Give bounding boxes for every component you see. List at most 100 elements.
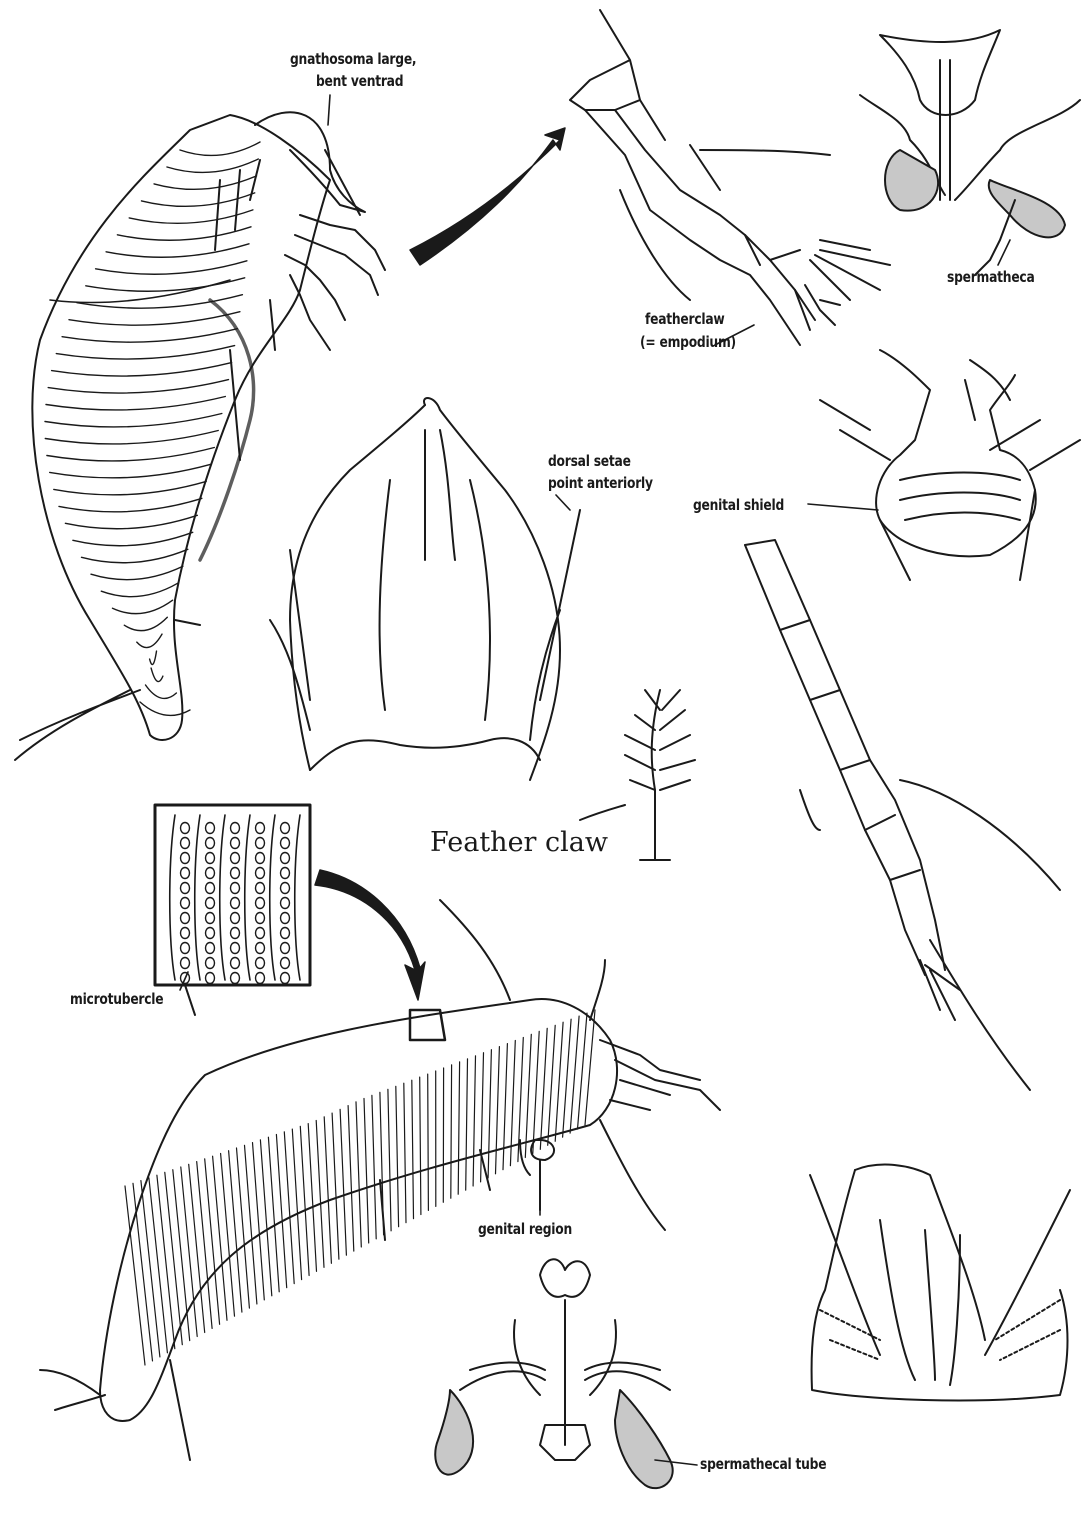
- microtubercle-dot: [206, 883, 215, 894]
- annulation-ring: [59, 498, 202, 511]
- label-gnathosoma-line2: bent ventrad: [316, 72, 403, 90]
- annulation-ring: [364, 1099, 369, 1244]
- microtubercle-dot: [181, 823, 190, 834]
- annulation-ring: [62, 329, 237, 342]
- annulation-ring: [146, 685, 177, 698]
- annulation-ring: [165, 1172, 183, 1344]
- annulation-ring: [96, 261, 247, 274]
- annulation-ring: [356, 1102, 361, 1247]
- annulation-ring: [173, 1170, 190, 1341]
- microtubercle-dot: [256, 943, 265, 954]
- microtubercle-dot: [256, 883, 265, 894]
- label-featherclaw-line1: featherclaw: [645, 310, 725, 328]
- label-dorsal-setae-line1: dorsal setae: [548, 452, 631, 470]
- microtubercle-dot: [281, 928, 290, 939]
- annulation-ring: [117, 227, 251, 240]
- annulation-ring: [496, 1047, 500, 1174]
- annulation-ring: [151, 668, 163, 681]
- microtubercle-dot: [281, 943, 290, 954]
- annulation-ring: [150, 651, 157, 664]
- label-genital-region: genital region: [478, 1220, 572, 1238]
- label-dorsal-setae-line2: point anteriorly: [548, 474, 653, 492]
- annulation-ring: [420, 1077, 421, 1214]
- microtubercle-dot: [231, 838, 240, 849]
- annulation-ring: [533, 1031, 539, 1153]
- annulation-ring: [276, 1135, 286, 1288]
- annulation-ring: [300, 1126, 309, 1275]
- microtubercle-dot: [181, 958, 190, 969]
- annulation-ring: [45, 414, 222, 427]
- annulation-ring: [308, 1124, 316, 1272]
- microtubercle-dot: [231, 943, 240, 954]
- microtubercle-dot: [256, 958, 265, 969]
- microtubercle-dot: [281, 838, 290, 849]
- annulation-ring: [141, 1181, 160, 1357]
- annulation-ring: [48, 380, 228, 393]
- annulation-ring: [563, 1019, 572, 1137]
- genital-shield-drawing: [820, 350, 1080, 580]
- annulation-ring: [229, 1151, 242, 1312]
- annulation-ring: [47, 448, 214, 461]
- microtubercle-dot: [231, 853, 240, 864]
- microtubercle-dot: [256, 853, 265, 864]
- annulation-ring: [412, 1080, 414, 1218]
- label-gnathosoma-line1: gnathosoma large,: [290, 50, 416, 68]
- annulation-ring: [124, 617, 167, 630]
- microtubercle-dot: [181, 913, 190, 924]
- microtubercle-dot: [181, 898, 190, 909]
- microtubercle-dot: [256, 913, 265, 924]
- annulation-ring: [292, 1129, 301, 1280]
- microtubercle-dot: [231, 958, 240, 969]
- annulation-ring: [205, 1159, 220, 1324]
- microtubercle-dot: [181, 853, 190, 864]
- annulation-ring: [555, 1022, 563, 1141]
- leg-drawing-top: [570, 10, 890, 345]
- annulation-ring: [388, 1089, 391, 1231]
- microtubercle-dot: [281, 913, 290, 924]
- annulation-ring: [54, 481, 206, 494]
- microtubercle-dot: [231, 883, 240, 894]
- microtubercle-dot: [231, 823, 240, 834]
- microtubercle-dot: [181, 838, 190, 849]
- annulation-ring: [189, 1164, 205, 1332]
- microtubercle-dot: [231, 973, 240, 984]
- annulation-ring: [82, 549, 188, 562]
- microtubercle-dot: [206, 898, 215, 909]
- microtubercle-dot: [281, 958, 290, 969]
- spermatheca-drawing-top: [860, 30, 1080, 275]
- annulation-ring: [570, 1016, 579, 1133]
- microtubercle-dot: [256, 928, 265, 939]
- microtubercle-dot: [281, 823, 290, 834]
- microtubercle-dot: [181, 883, 190, 894]
- annulation-ring: [540, 1028, 547, 1149]
- annulation-ring: [458, 1062, 459, 1194]
- annulation-ring: [154, 176, 256, 189]
- annulation-ring: [213, 1156, 227, 1320]
- annulation-ring: [129, 210, 253, 223]
- microtubercle-dot: [181, 868, 190, 879]
- microtubercle-dot: [181, 928, 190, 939]
- microtubercle-dot: [281, 898, 290, 909]
- annulation-ring: [180, 142, 260, 155]
- annulation-ring: [340, 1109, 346, 1255]
- arrow-to-leg: [410, 128, 565, 265]
- annulation-ring: [91, 566, 183, 579]
- microtubercle-dot: [231, 868, 240, 879]
- annulation-ring: [548, 1025, 556, 1145]
- annulation-ring: [332, 1113, 339, 1259]
- dorsal-shield-drawing: [270, 398, 580, 780]
- label-spermathecal-tube: spermathecal tube: [700, 1455, 826, 1473]
- annulation-ring: [316, 1121, 324, 1268]
- annulation-ring: [181, 1167, 197, 1337]
- microtubercle-dot: [206, 943, 215, 954]
- annulation-ring: [157, 1175, 175, 1349]
- annulation-ring: [56, 346, 234, 359]
- annulation-ring: [324, 1117, 331, 1264]
- annulation-ring: [237, 1148, 250, 1308]
- annulation-ring: [451, 1065, 452, 1198]
- annulation-ring: [585, 1010, 595, 1125]
- microtubercle-dot: [256, 973, 265, 984]
- microtubercle-dot: [206, 823, 215, 834]
